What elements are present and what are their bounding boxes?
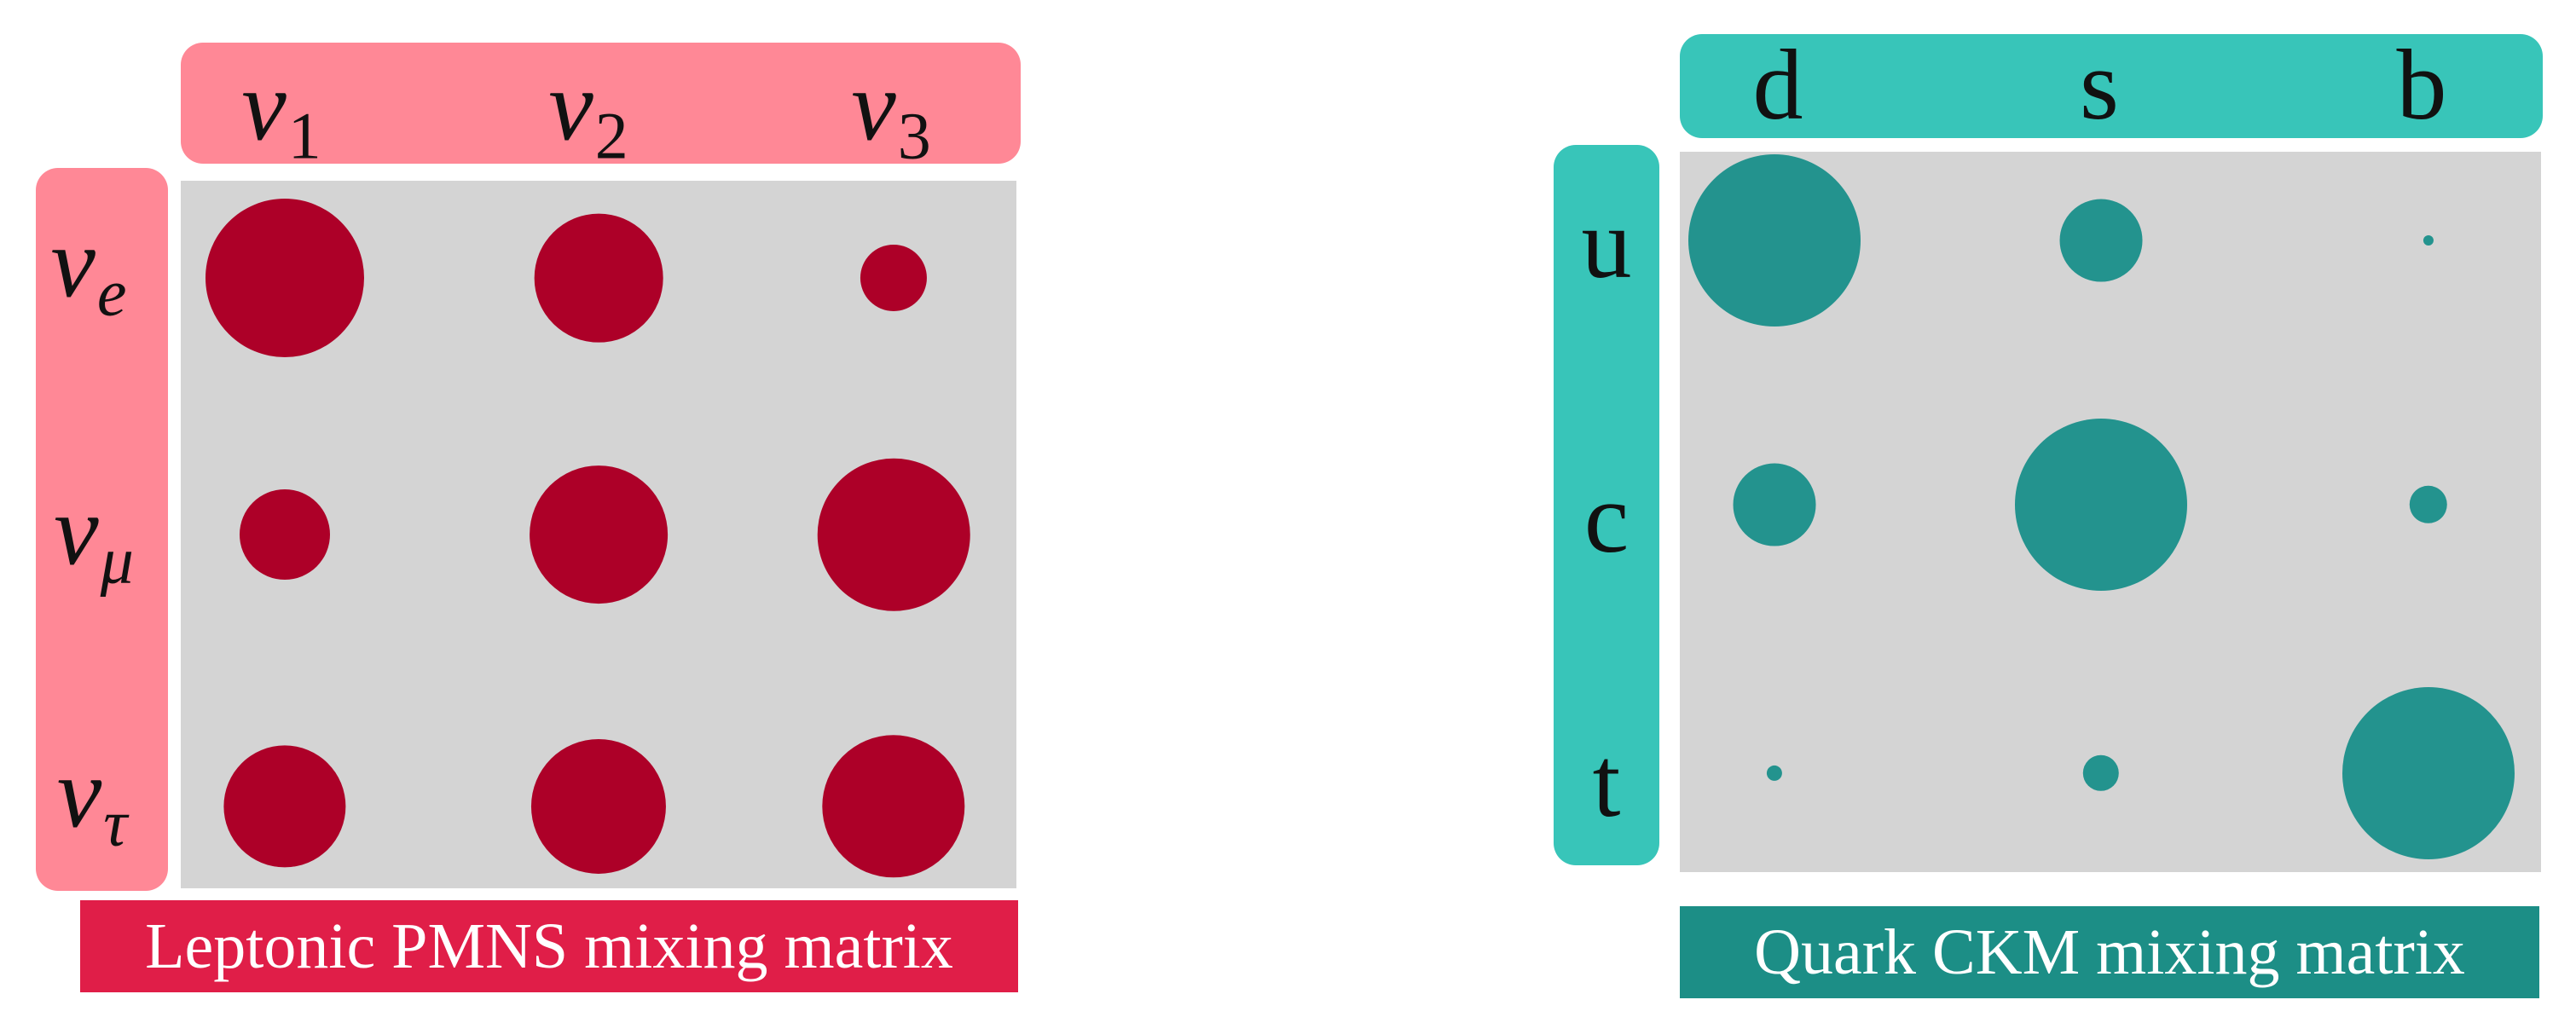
pmns-row-label-nutau: ντ [56, 737, 128, 860]
pmns-column-header [181, 43, 1021, 164]
pmns-caption: Leptonic PMNS mixing matrix [80, 900, 1018, 992]
ckm-row-header [1554, 145, 1659, 865]
pmns-element-r3-c1 [223, 745, 346, 868]
pmns-row-header [36, 168, 168, 891]
ckm-column-header [1680, 34, 2543, 138]
ckm-element-r2-c1 [1733, 463, 1816, 546]
ckm-element-r1-c2 [2059, 199, 2143, 282]
pmns-element-r3-c2 [530, 738, 667, 875]
pmns-element-r2-c3 [817, 458, 970, 611]
ckm-row-label-u: u [1581, 188, 1632, 299]
ckm-row-label-c: c [1583, 462, 1630, 574]
pmns-element-r1-c1 [206, 199, 364, 357]
pmns-element-r2-c1 [239, 488, 331, 581]
ckm-col-label-b: b [2396, 29, 2447, 141]
ckm-col-label-s: s [2080, 29, 2119, 141]
ckm-row-label-t: t [1592, 726, 1621, 838]
ckm-element-r2-c3 [2409, 485, 2448, 524]
pmns-col-label-nu2: ν2 [548, 49, 628, 173]
ckm-element-r2-c2 [2015, 419, 2187, 591]
ckm-caption: Quark CKM mixing matrix [1680, 906, 2539, 998]
pmns-col-label-nu3: ν3 [851, 49, 931, 173]
ckm-col-label-d: d [1752, 29, 1803, 141]
pmns-col-label-nu1: ν1 [241, 49, 321, 173]
pmns-row-label-nue: νe [50, 206, 127, 330]
ckm-element-r1-c3 [2423, 234, 2434, 246]
pmns-element-r2-c2 [530, 465, 668, 604]
ckm-element-r3-c2 [2082, 754, 2120, 792]
pmns-element-r1-c3 [860, 244, 928, 312]
pmns-element-r3-c3 [822, 735, 965, 878]
ckm-element-r3-c3 [2342, 687, 2515, 859]
ckm-element-r1-c1 [1688, 154, 1861, 327]
pmns-element-r1-c2 [534, 213, 663, 343]
pmns-row-label-numu: νμ [54, 474, 134, 598]
ckm-element-r3-c1 [1766, 765, 1783, 782]
